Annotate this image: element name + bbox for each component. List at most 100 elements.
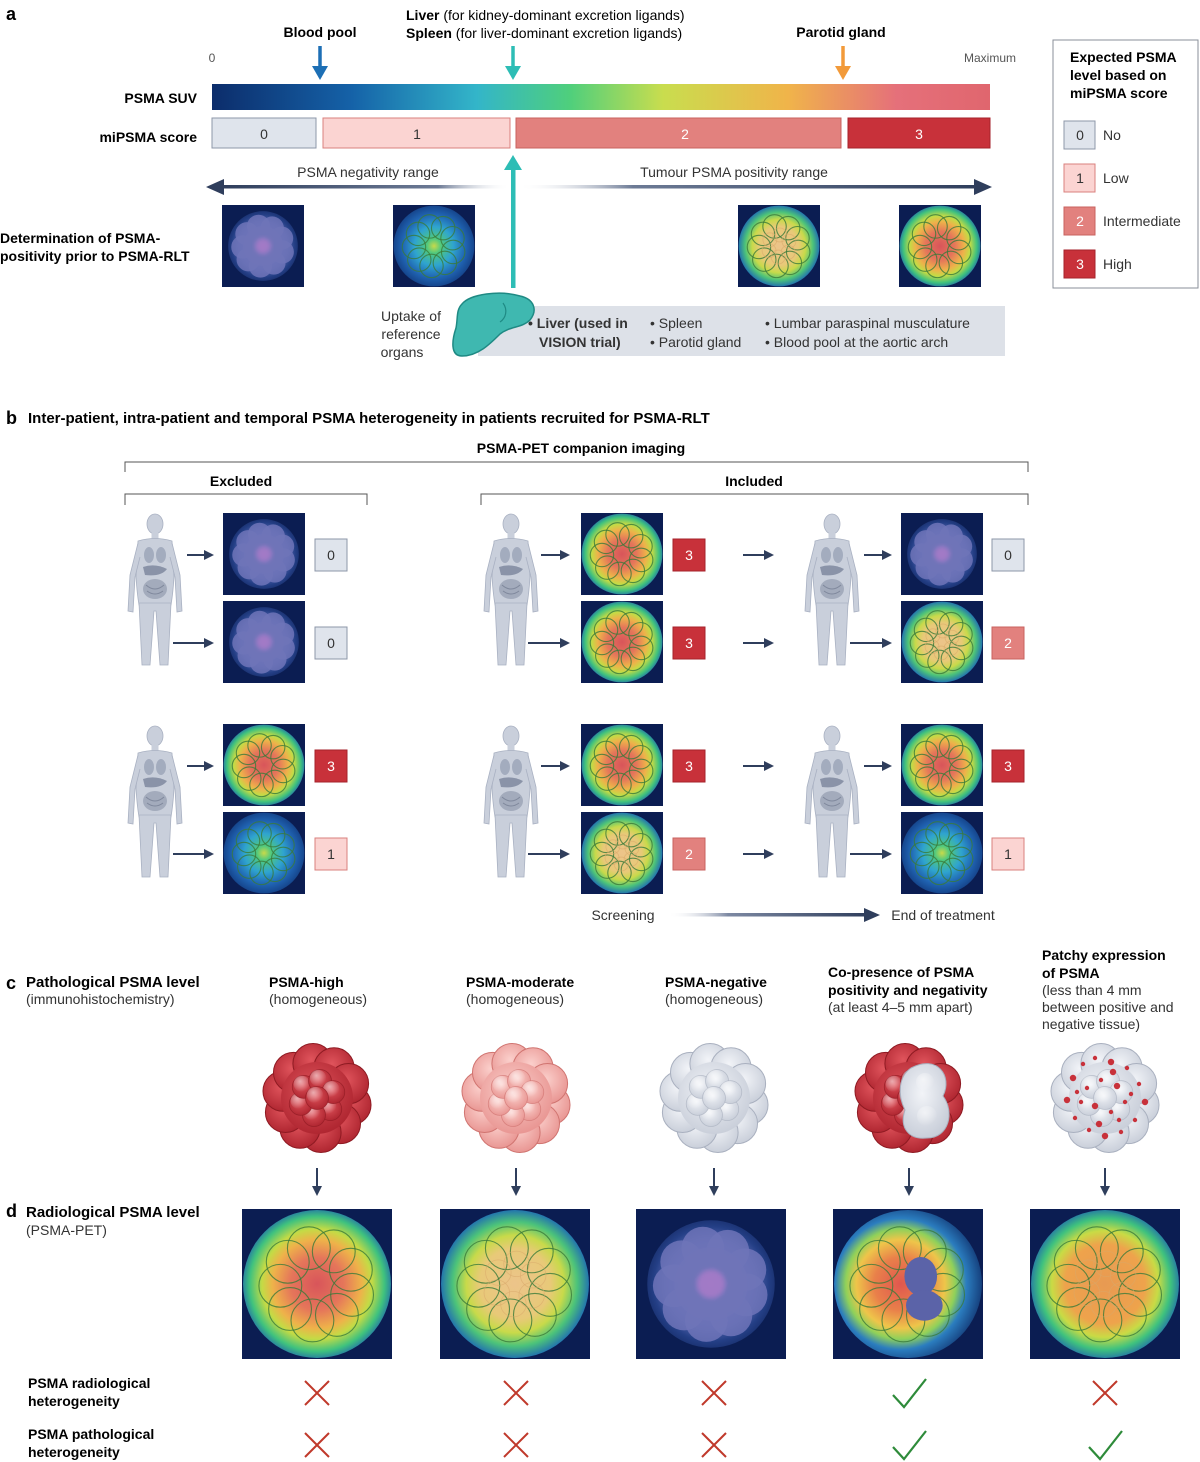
radiological-pet-image-high (242, 1209, 392, 1359)
negativity-range-label: PSMA negativity range (297, 164, 439, 180)
legend-swatch (1063, 163, 1096, 193)
radiological-cross-icon (304, 1380, 330, 1406)
radiological-pet-image-moderate (440, 1209, 590, 1359)
blood-pool-arrow-icon (312, 46, 328, 80)
determination-label-line2: positivity prior to PSMA-RLT (0, 248, 190, 264)
column-header-bold-line: positivity and negativity (828, 982, 988, 998)
spleen-label: Spleen (for liver-dominant excretion lig… (406, 25, 682, 41)
liver-label-rest: (for kidney-dominant excretion ligands) (439, 7, 684, 23)
column-header-bold-line: Co-presence of PSMA (828, 964, 974, 980)
column-header-normal-line: between positive and (1042, 999, 1174, 1015)
score-segment-3-label: 3 (915, 126, 923, 142)
screening-pet-image-3 (581, 724, 663, 806)
score-box-label: 0 (1004, 547, 1012, 563)
end-score-box-3: 3 (991, 749, 1025, 783)
score-segment-2-label: 2 (681, 126, 689, 142)
included-bracket (480, 493, 1029, 505)
time-arrow-icon (668, 908, 880, 922)
end-pet-image-3 (901, 724, 983, 806)
heterogeneity-marks (304, 1378, 1123, 1461)
reference-liver-line2: VISION trial) (539, 334, 621, 350)
tumour-high (262, 1043, 372, 1153)
scale-min-label: 0 (209, 51, 216, 65)
excluded-patient-body-2 (127, 725, 183, 878)
excluded-pet-image-4 (223, 812, 305, 894)
end-score-box-1: 0 (991, 538, 1025, 572)
panel-c-title: Pathological PSMA level (26, 974, 200, 991)
screening-score-box-4: 2 (672, 837, 706, 871)
excluded-pet-image-3 (223, 724, 305, 806)
panel-c-column-header-negative: PSMA-negative(homogeneous) (665, 974, 767, 1007)
timeline-arrow-3 (743, 761, 774, 771)
radiological-cross-icon (701, 1380, 727, 1406)
panel-a-pet-image-score-1 (393, 205, 475, 287)
panel-b-letter: b (6, 408, 17, 428)
uptake-label-line3: organs (381, 344, 424, 360)
screening-label: Screening (591, 907, 654, 923)
panel-c-tumours (262, 1043, 1160, 1196)
pathological-check-icon (892, 1430, 927, 1461)
screening-score-box-2: 3 (672, 626, 706, 660)
end-arrow-4 (850, 849, 892, 859)
panel-b-title: Inter-patient, intra-patient and tempora… (28, 410, 710, 427)
excluded-bracket (124, 493, 368, 505)
legend-swatch-score: 3 (1076, 256, 1084, 272)
end-pet-image-4 (901, 812, 983, 894)
column-header-bold-line: PSMA-negative (665, 974, 767, 990)
positivity-range-arrow-icon (518, 179, 992, 195)
end-patient-body-1 (804, 513, 860, 666)
included-label: Included (725, 473, 783, 489)
uptake-label-line1: Uptake of (381, 308, 441, 324)
panel-d-pet-images (242, 1209, 1180, 1359)
screening-score-box-3: 3 (672, 749, 706, 783)
down-arrow-icon (1100, 1168, 1110, 1196)
panel-a-pet-image-score-2 (738, 205, 820, 287)
end-pet-image-1 (901, 513, 983, 595)
reference-parotid-text: Parotid gland (659, 334, 742, 350)
reference-lumbar-text: Lumbar paraspinal musculature (774, 315, 970, 331)
score-box-label: 0 (327, 547, 335, 563)
excluded-score-box-2: 0 (314, 626, 348, 660)
down-arrow-icon (511, 1168, 521, 1196)
panel-a: a Blood pool Liver (for kidney-dominant … (0, 4, 1199, 360)
radiological-pet-image-mixed (833, 1209, 983, 1359)
reference-threshold-arrow-icon (504, 155, 522, 288)
radiological-pet-image-negative (636, 1209, 786, 1359)
screening-pet-image-2 (581, 601, 663, 683)
excluded-arrow-2 (173, 638, 214, 648)
legend-item-label: Intermediate (1103, 213, 1181, 229)
reference-blood-pool: • Blood pool at the aortic arch (765, 334, 948, 350)
reference-blood-pool-text: Blood pool at the aortic arch (774, 334, 948, 350)
timeline-arrow-2 (743, 638, 774, 648)
panel-c-column-header-moderate: PSMA-moderate(homogeneous) (466, 974, 574, 1007)
column-header-normal-line: (homogeneous) (665, 991, 763, 1007)
screening-pet-image-1 (581, 513, 663, 595)
tumour-patchy (1050, 1043, 1160, 1153)
column-header-normal-line: (homogeneous) (466, 991, 564, 1007)
panel-d-subtitle: (PSMA-PET) (26, 1222, 107, 1238)
legend-swatch (1063, 249, 1096, 279)
legend-swatch-score: 1 (1076, 170, 1084, 186)
panel-a-pet-images (222, 205, 981, 287)
screening-arrow-2 (528, 638, 570, 648)
legend-title-line1: Expected PSMA (1070, 49, 1177, 65)
panel-c-subtitle: (immunohistochemistry) (26, 991, 175, 1007)
excluded-patient-body-1 (127, 513, 183, 666)
panel-a-letter: a (6, 4, 17, 24)
radiological-heterogeneity-label-line1: PSMA radiological (28, 1375, 150, 1391)
score-segment-2: 2 (515, 117, 842, 149)
legend-swatch-score: 0 (1076, 127, 1084, 143)
legend-swatch (1063, 206, 1096, 236)
liver-label-bold: Liver (406, 7, 440, 23)
excluded-arrow-3 (187, 761, 214, 771)
screening-pet-image-4 (581, 812, 663, 894)
score-box-label: 3 (685, 758, 693, 774)
score-segment-0: 0 (211, 117, 317, 149)
spleen-label-rest: (for liver-dominant excretion ligands) (452, 25, 682, 41)
end-score-box-4: 1 (991, 837, 1025, 871)
column-header-normal-line: (less than 4 mm (1042, 982, 1142, 998)
